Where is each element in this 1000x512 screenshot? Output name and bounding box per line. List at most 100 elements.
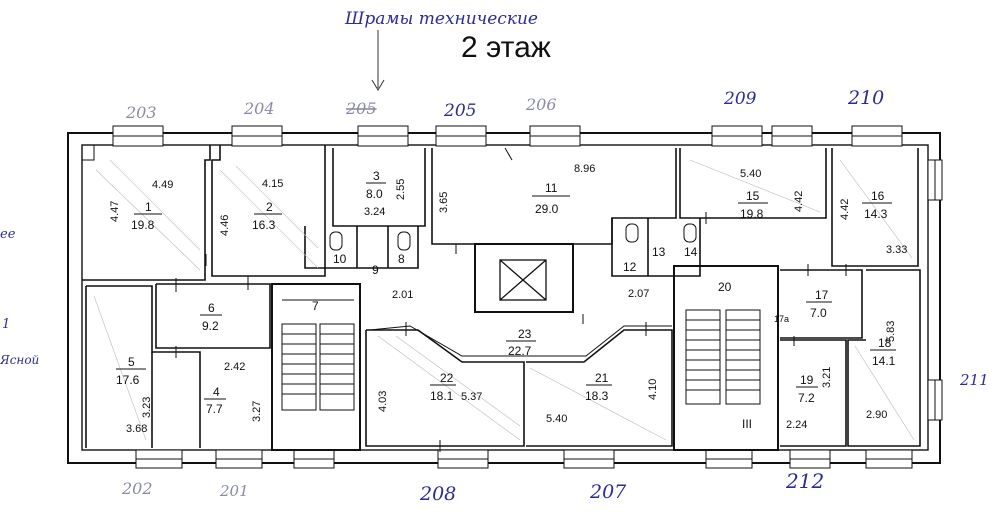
room-number: 6: [208, 301, 215, 315]
window-top-1: [112, 125, 164, 147]
room-18: 18 14.1 5.83 2.90: [866, 321, 897, 421]
top-label-206: 206: [525, 95, 557, 114]
room-area: 7.0: [810, 306, 827, 320]
room-4: 4 7.7 3.27: [204, 385, 263, 422]
interior-walls: [82, 144, 921, 451]
margin-mark-1: ее: [0, 227, 16, 242]
bottom-label-202: 202: [121, 479, 153, 498]
room-dim: 4.46: [219, 215, 231, 236]
room-number: 21: [595, 371, 609, 385]
room-number: 2: [266, 200, 273, 214]
window-bottom-1: [135, 449, 183, 469]
elevator-icon: [499, 259, 547, 301]
room-10-number: 10: [333, 252, 347, 266]
room-14-number: 14: [684, 245, 698, 259]
room-number: 23: [518, 327, 532, 341]
room-area: 17.6: [116, 373, 140, 387]
window-top-5: [529, 125, 581, 147]
room-dim: 4.03: [377, 391, 389, 412]
room-23: 23 22.7: [506, 327, 536, 358]
room-number: 17: [815, 288, 829, 302]
room-dim: 3.68: [126, 423, 147, 435]
room-6: 6 9.2 2.42: [200, 301, 245, 373]
margin-mark-2: 1: [2, 317, 10, 332]
room-dim: 5.37: [461, 391, 482, 403]
room-8-number: 8: [398, 252, 405, 266]
room-dim: 2.42: [224, 361, 245, 373]
room-13-number: 13: [652, 245, 666, 259]
toilet-icons: [329, 223, 697, 251]
stair-20-treads: [685, 309, 761, 405]
window-bottom-2: [215, 449, 263, 469]
room-number: 15: [746, 189, 760, 203]
room-19: 19 7.2 3.21 2.24: [786, 367, 833, 431]
room-dim: 3.65: [438, 192, 450, 213]
room-number: 5: [128, 355, 135, 369]
handwritten-note: Шрамы технические: [344, 9, 538, 29]
room-number: 4: [213, 385, 220, 399]
top-label-210: 210: [847, 87, 884, 109]
room-20-dim: 2.07: [628, 288, 649, 300]
bottom-label-208: 208: [419, 483, 456, 505]
room-20-number: 20: [718, 280, 732, 294]
room-3: 3 8.0 2.55 3.24: [364, 169, 407, 218]
room-dim: 4.15: [262, 178, 283, 190]
hatching: [93, 159, 915, 441]
window-bottom-4: [437, 449, 489, 469]
room-dim: 4.42: [839, 199, 851, 220]
room-15: 15 19.8 5.40 4.42: [738, 168, 805, 221]
room-dim: 3.23: [141, 397, 153, 418]
room-21: 21 18.3 4.10 5.40: [546, 371, 659, 425]
room-number: 3: [373, 169, 380, 183]
window-top-4: [435, 125, 487, 147]
room-dim: 2.55: [395, 179, 407, 200]
room-dim: 3.27: [251, 401, 263, 422]
room-area: 7.2: [798, 391, 815, 405]
room-area: 19.8: [131, 218, 155, 232]
window-bottom-6: [705, 449, 753, 469]
room-dim: 4.10: [647, 379, 659, 400]
room-number: 1: [145, 200, 152, 214]
room-area: 19.8: [740, 207, 764, 221]
windows: [112, 125, 943, 469]
door-marks: [175, 206, 847, 452]
room-dim: 5.83: [885, 321, 897, 342]
window-bottom-8: [865, 449, 913, 469]
window-top-3: [357, 125, 409, 147]
window-top-8: [851, 125, 903, 147]
room-dim: 3.21: [821, 367, 833, 388]
window-right-2: [927, 379, 943, 421]
room-1: 1 19.8 4.47 4.49: [109, 179, 173, 232]
building-outline: [67, 132, 941, 464]
room-dim: 3.24: [364, 206, 385, 218]
margin-mark-3: Ясной: [0, 353, 39, 367]
room-area: 14.3: [864, 207, 888, 221]
room-17a-number: 17а: [774, 314, 789, 324]
room-16: 16 14.3 4.42 3.33: [839, 189, 907, 256]
room-area: 7.7: [206, 402, 223, 416]
top-label-209: 209: [723, 89, 757, 109]
room-dim: 8.96: [574, 163, 595, 175]
right-mark-211: 211: [959, 371, 989, 389]
window-bottom-7: [789, 449, 831, 469]
room-area: 16.3: [252, 218, 276, 232]
window-bottom-3: [293, 449, 335, 469]
room-dim: 3.33: [886, 244, 907, 256]
room-area: 8.0: [366, 187, 383, 201]
room-11: 11 29.0 8.96 3.65: [438, 163, 595, 216]
window-bottom-5: [563, 449, 615, 469]
room-dim: 4.42: [793, 191, 805, 212]
stair-mark-III: III: [742, 417, 752, 431]
top-label-205: 205: [443, 101, 476, 121]
room-area: 18.3: [585, 389, 609, 403]
arrow-down-icon: [371, 30, 385, 91]
room-number: 11: [545, 181, 558, 195]
room-9-dim: 2.01: [392, 289, 413, 301]
window-top-7: [771, 125, 813, 147]
room-9-number: 9: [372, 263, 379, 277]
floor-title: 2 этаж: [461, 31, 551, 64]
room-area: 18.1: [430, 389, 454, 403]
room-dim: 4.47: [109, 201, 121, 222]
room-dim: 2.90: [866, 409, 887, 421]
